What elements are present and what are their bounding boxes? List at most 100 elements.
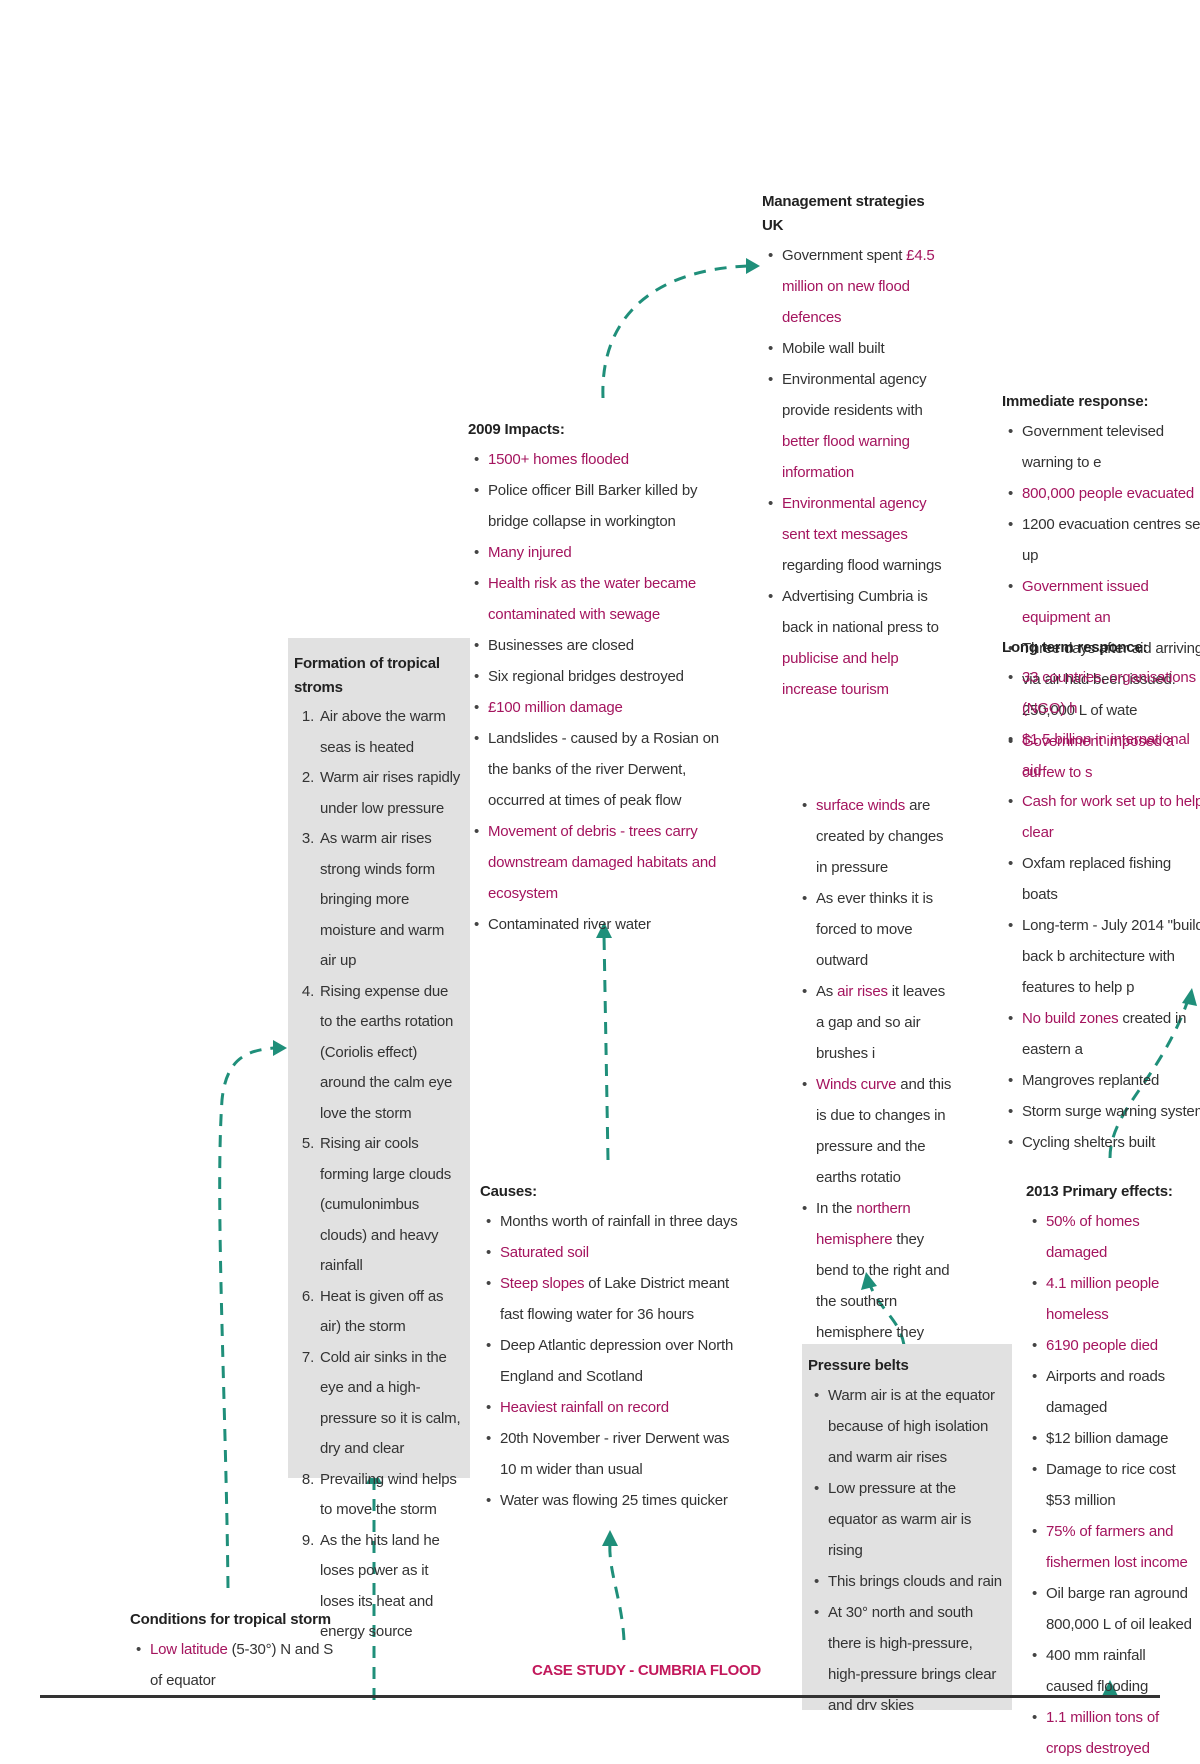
step-item: Prevailing wind helps to move the storm [318, 1465, 464, 1526]
list-item: Damage to rice cost $53 million [1032, 1454, 1196, 1516]
arrow-head [746, 258, 760, 274]
highlighted-text: Health risk as the water became contamin… [488, 575, 697, 623]
list-item: Environmental agency provide residents w… [768, 364, 942, 488]
highlighted-text: 800,000 people evacuated [1022, 485, 1195, 502]
impacts-title: 2009 Impacts: [468, 421, 565, 438]
item-text: regarding flood warnings [782, 557, 942, 574]
step-item: As warm air rises strong winds form brin… [318, 824, 464, 977]
list-item: Landslides - caused by a Rosian on the b… [474, 723, 738, 816]
longterm-title: Long term responce: [1002, 639, 1148, 656]
item-text: Warm air is at the equator because of hi… [828, 1387, 995, 1466]
item-text: As ever thinks it is forced to move outw… [816, 890, 933, 969]
list-item: Low pressure at the equator as warm air … [814, 1473, 1008, 1566]
item-text: and this is due to changes in pressure a… [816, 1076, 952, 1186]
formation-list: Air above the warm seas is heatedWarm ai… [294, 702, 464, 1648]
list-item: Storm surge warning system [1008, 1096, 1200, 1127]
list-item: 1500+ homes flooded [474, 444, 738, 475]
item-text: Water was flowing 25 times quicker [500, 1492, 728, 1509]
highlighted-text: 50% of homes damaged [1046, 1213, 1140, 1261]
item-text: Deep Atlantic depression over North Engl… [500, 1337, 734, 1385]
item-text: Low pressure at the equator as warm air … [828, 1480, 972, 1559]
list-item: Mobile wall built [768, 333, 942, 364]
item-text: Months worth of rainfall in three days [500, 1213, 738, 1230]
list-item: Airports and roads damaged [1032, 1361, 1196, 1423]
list-item: Steep slopes of Lake District meant fast… [486, 1268, 748, 1330]
item-text: In the [816, 1200, 857, 1217]
highlighted-text: £4.5 million on new flood defences [782, 247, 935, 326]
case-study-label: CASE STUDY - CUMBRIA FLOOD [532, 1662, 761, 1679]
highlighted-text: Many injured [488, 544, 572, 561]
management-strategies-block: Management strategies UK Government spen… [762, 190, 942, 705]
item-text: Long-term - July 2014 "build back b arch… [1022, 917, 1200, 996]
item-text: Advertising Cumbria is back in national … [782, 588, 939, 636]
formation-block: Formation of tropical stroms Air above t… [288, 638, 470, 1640]
pressure-belts-block: Pressure belts Warm air is at the equato… [802, 1344, 1012, 1710]
item-text: Mobile wall built [782, 340, 885, 357]
highlighted-text: £100 million damage [488, 699, 623, 716]
highlighted-text: $1.5 billion in international aid [1022, 731, 1190, 779]
list-item: 20th November - river Derwent was 10 m w… [486, 1423, 748, 1485]
list-item: Cycling shelters built [1008, 1127, 1200, 1158]
list-item: 75% of farmers and fishermen lost income [1032, 1516, 1196, 1578]
highlighted-text: surface winds [816, 797, 906, 814]
arrow-impacts-to-management [601, 264, 749, 399]
list-item: This brings clouds and rain [814, 1566, 1008, 1597]
arrow-head [602, 1530, 618, 1546]
list-item: Government spent £4.5 million on new flo… [768, 240, 942, 333]
item-text: created in eastern a [1022, 1010, 1187, 1058]
list-item: Environmental agency sent text messages … [768, 488, 942, 581]
list-item: Long-term - July 2014 "build back b arch… [1008, 910, 1200, 1003]
highlighted-text: 6190 people died [1046, 1337, 1158, 1354]
highlighted-text: Heaviest rainfall on record [500, 1399, 669, 1416]
highlighted-text: 1500+ homes flooded [488, 451, 629, 468]
list-item: 50% of homes damaged [1032, 1206, 1196, 1268]
list-item: Oxfam replaced fishing boats [1008, 848, 1200, 910]
highlighted-text: air rises [837, 983, 888, 1000]
list-item: Businesses are closed [474, 630, 738, 661]
highlighted-text: Cash for work set up to help clear [1022, 793, 1200, 841]
item-text: Storm surge warning system [1022, 1103, 1200, 1120]
highlighted-text: Movement of debris - trees carry downstr… [488, 823, 717, 902]
item-text: Government spent [782, 247, 907, 264]
item-text: it leaves a gap and so air brushes i [816, 983, 945, 1062]
list-item: Government televised warning to e [1008, 416, 1200, 478]
highlighted-text: 1.1 million tons of crops destroyed [1046, 1709, 1159, 1757]
item-text: Police officer Bill Barker killed by bri… [488, 482, 698, 530]
list-item: Heaviest rainfall on record [486, 1392, 748, 1423]
step-item: As the hits land he loses power as it lo… [318, 1526, 464, 1648]
list-item: 1.1 million tons of crops destroyed [1032, 1702, 1196, 1764]
list-item: Water was flowing 25 times quicker [486, 1485, 748, 1516]
item-text: Landslides - caused by a Rosian on the b… [488, 730, 719, 809]
list-item: Low latitude (5-30°) N and S of equator [136, 1634, 340, 1696]
step-item: Heat is given off as air) the storm [318, 1282, 464, 1343]
longterm-response-block: Long term responce: 33 countries, organi… [1002, 636, 1200, 1158]
highlighted-text: 75% of farmers and fishermen lost income [1046, 1523, 1188, 1571]
highlighted-text: 4.1 million people homeless [1046, 1275, 1160, 1323]
item-text: Oxfam replaced fishing boats [1022, 855, 1172, 903]
list-item: Months worth of rainfall in three days [486, 1206, 748, 1237]
item-text: (5-30°) N and S of equator [150, 1641, 334, 1689]
list-item: Police officer Bill Barker killed by bri… [474, 475, 738, 537]
list-item: Cash for work set up to help clear [1008, 786, 1200, 848]
item-text: are created by changes in pressure [816, 797, 944, 876]
highlighted-text: Winds curve [816, 1076, 897, 1093]
list-item: Mangroves replanted [1008, 1065, 1200, 1096]
item-text: Cycling shelters built [1022, 1134, 1156, 1151]
arrow-conditions-to-formation [218, 1046, 276, 1589]
impacts-list: 1500+ homes floodedPolice officer Bill B… [468, 444, 738, 940]
highlighted-text: northern hemisphere [816, 1200, 911, 1248]
highlighted-text: Environmental agency sent text messages [782, 495, 927, 543]
step-item: Rising expense due to the earths rotatio… [318, 977, 464, 1130]
highlighted-text: Steep slopes [500, 1275, 585, 1292]
winds-block: surface winds are created by changes in … [796, 788, 956, 1379]
item-text: Businesses are closed [488, 637, 634, 654]
list-item: Winds curve and this is due to changes i… [802, 1069, 956, 1193]
item-text: Airports and roads damaged [1046, 1368, 1165, 1416]
conditions-list: Low latitude (5-30°) N and S of equator [130, 1634, 340, 1696]
highlighted-text: Saturated soil [500, 1244, 589, 1261]
list-item: Saturated soil [486, 1237, 748, 1268]
item-text: 400 mm rainfall caused flooding [1046, 1647, 1149, 1695]
list-item: Health risk as the water became contamin… [474, 568, 738, 630]
management-title: Management strategies UK [762, 193, 925, 234]
primary-effects-block: 2013 Primary effects: 50% of homes damag… [1026, 1180, 1196, 1764]
